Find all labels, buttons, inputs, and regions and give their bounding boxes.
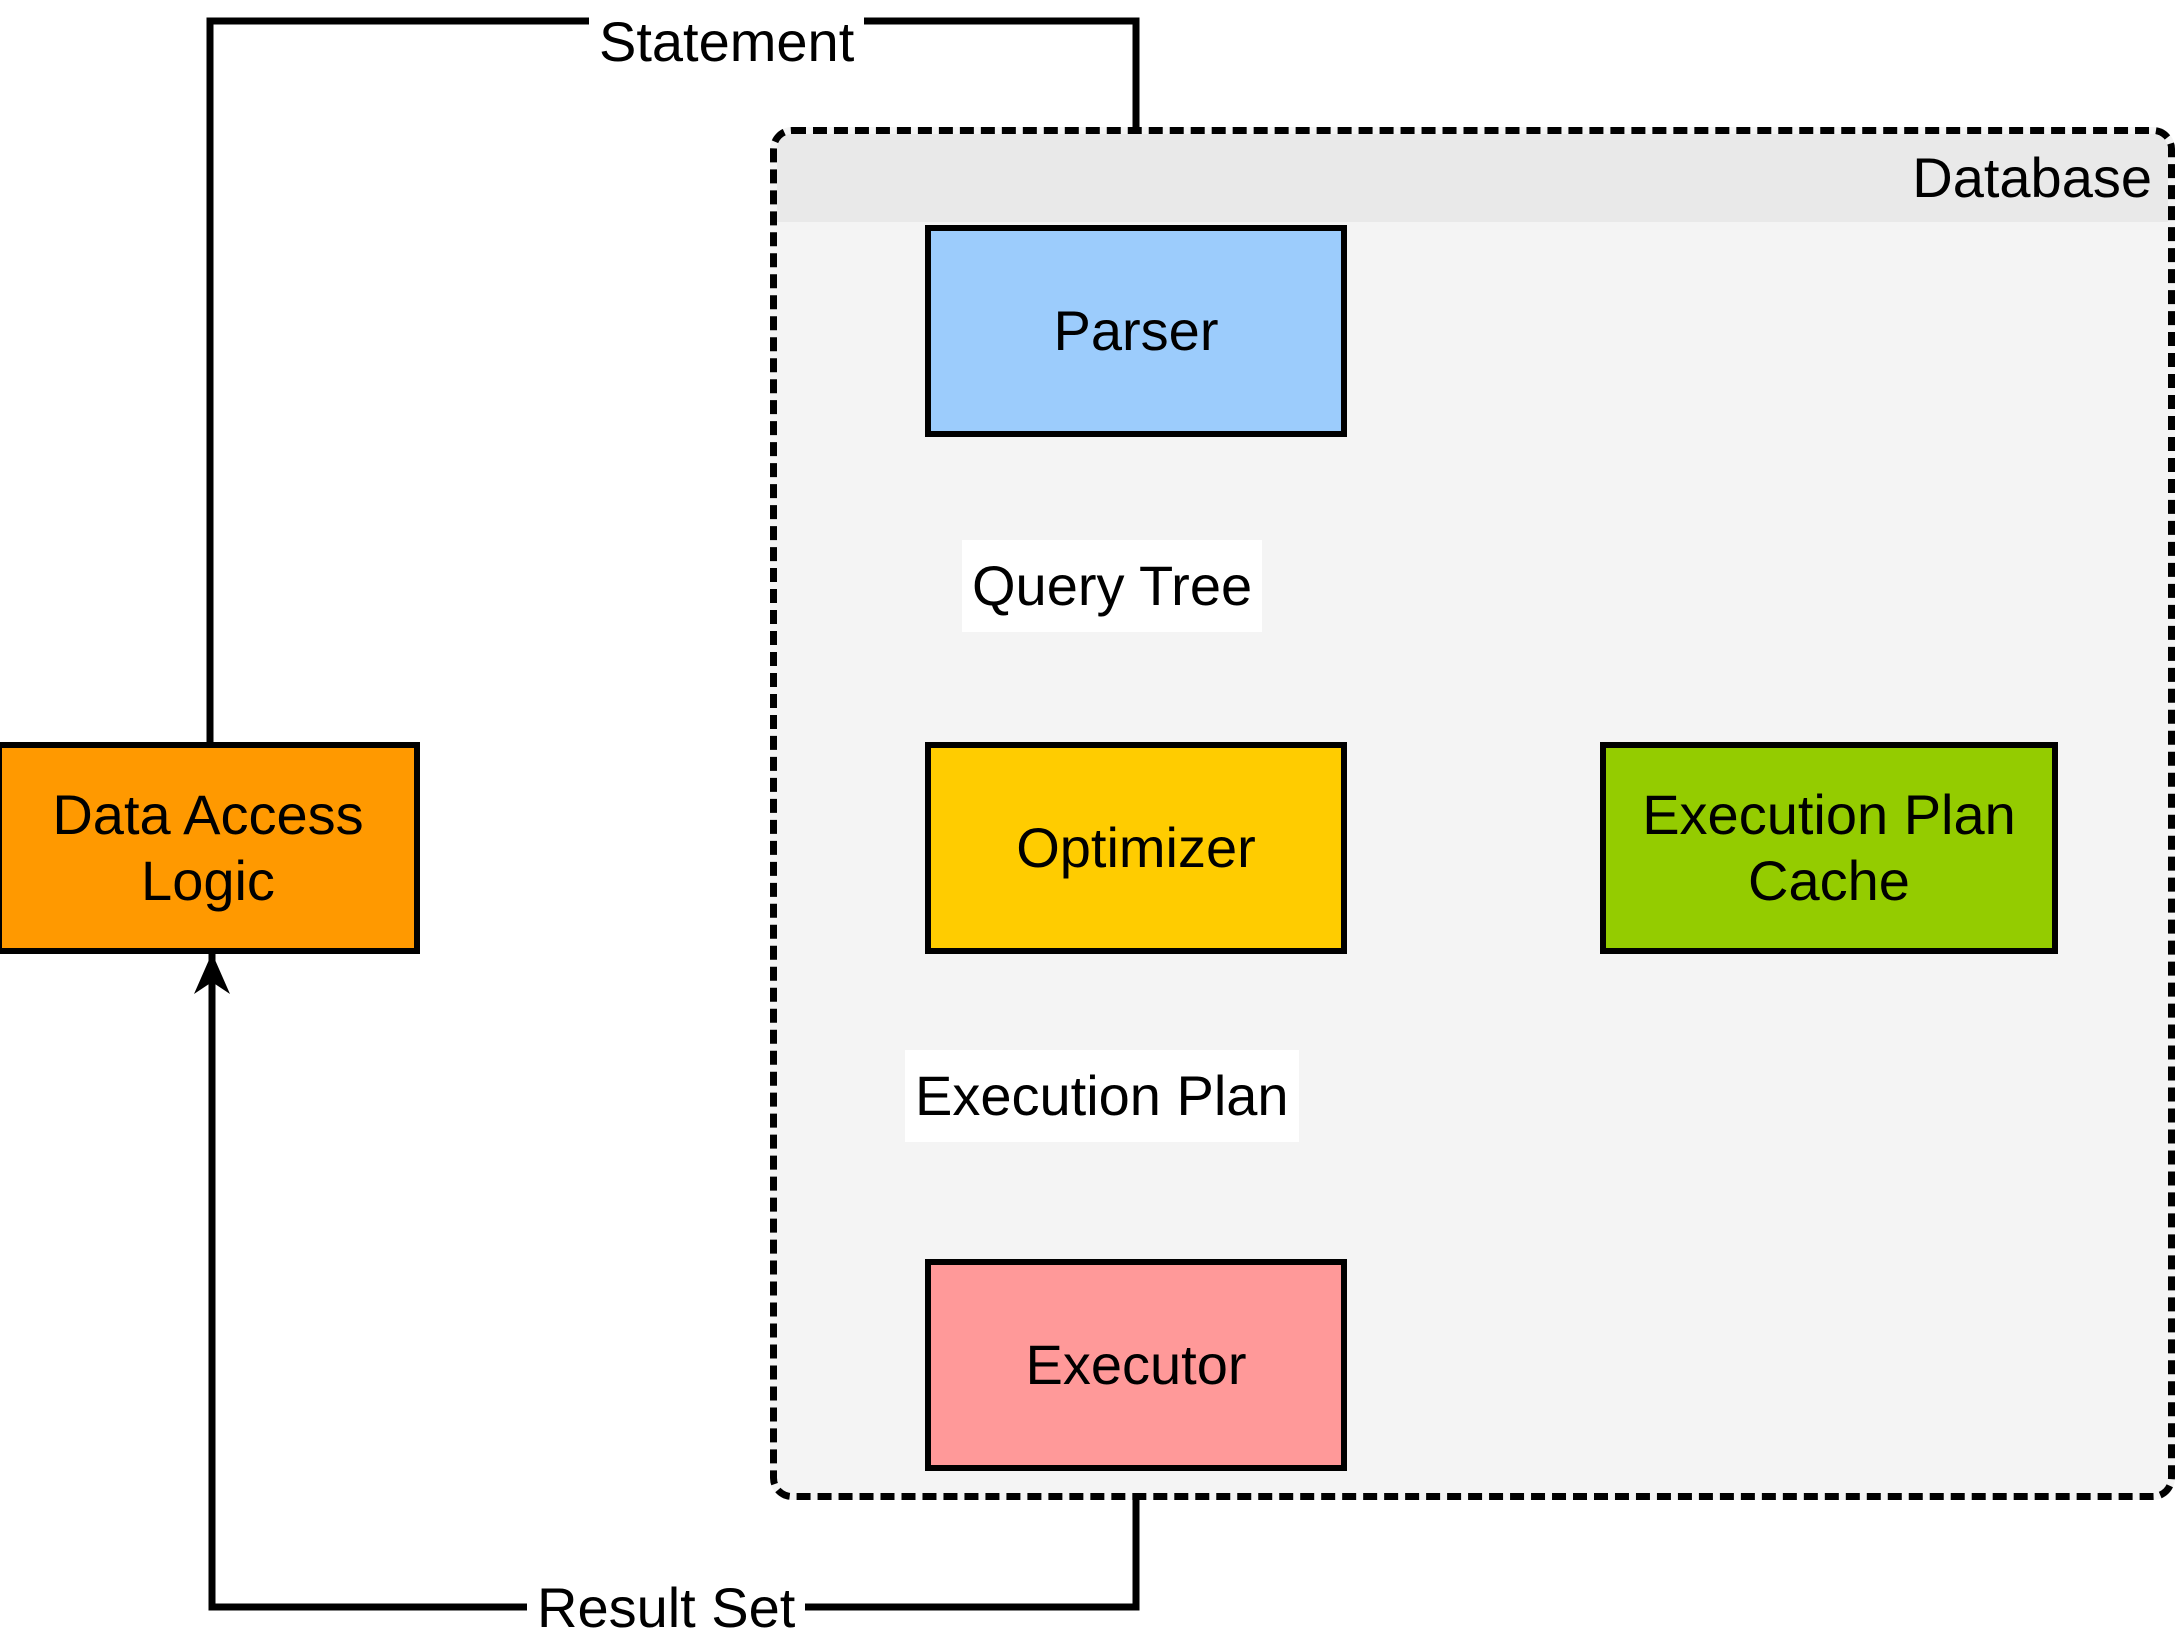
node-execution-plan-cache[interactable]: Execution Plan Cache [1600,742,2058,954]
node-data-access-logic[interactable]: Data Access Logic [0,742,420,954]
dal-label-line1: Data Access [52,782,364,846]
node-execution-plan-cache-label: Execution Plan Cache [1642,782,2016,914]
node-optimizer-label: Optimizer [1016,815,1256,879]
edge-label-query-tree: Query Tree [962,540,1263,632]
edge-label-execution-plan: Execution Plan [905,1050,1299,1142]
cache-label-line1: Execution Plan [1642,782,2016,846]
node-executor-label: Executor [1025,1332,1247,1396]
edge-label-result-set: Result Set [527,1562,806,1633]
dal-label-line2: Logic [141,849,275,912]
node-executor[interactable]: Executor [925,1259,1347,1471]
node-optimizer[interactable]: Optimizer [925,742,1347,954]
node-data-access-logic-label: Data Access Logic [52,782,363,914]
edge-label-statement: Statement [589,0,865,88]
database-container-header: Database [777,134,2168,222]
node-parser[interactable]: Parser [925,225,1347,437]
node-parser-label: Parser [1053,298,1219,362]
cache-label-line2: Cache [1748,849,1910,912]
database-container-title: Database [1912,146,2152,209]
